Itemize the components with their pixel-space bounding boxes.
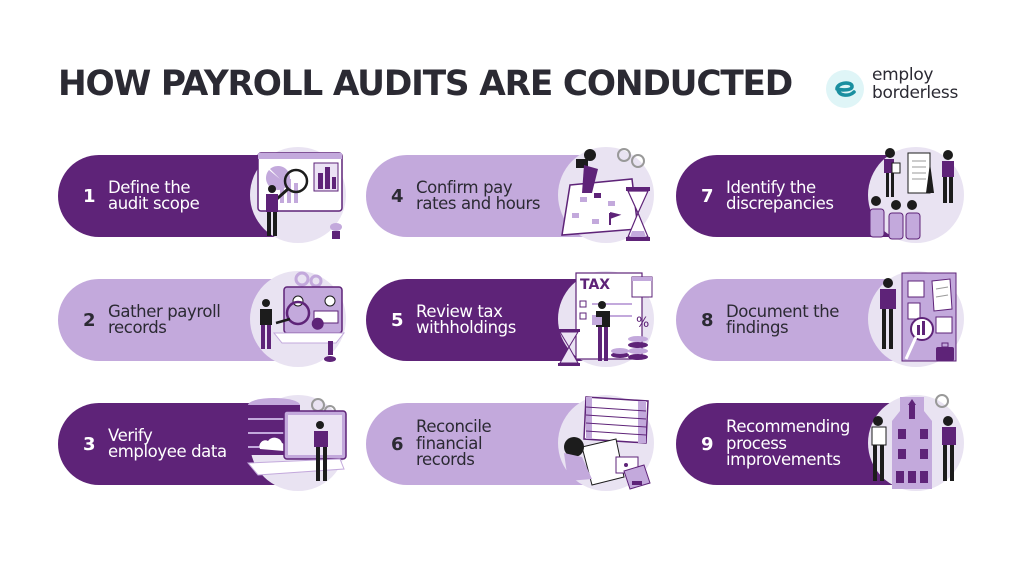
- tax-heading: TAX: [580, 277, 610, 293]
- step-label: Reconcile financial records: [416, 417, 492, 470]
- step-label: Recommending process improvements: [726, 417, 850, 470]
- presentation-board-icon: [862, 143, 968, 249]
- step-card-2: 2 Gather payroll records: [58, 270, 358, 370]
- laptop-magnifier-icon: [244, 267, 350, 373]
- logo-line-1: employ: [872, 65, 934, 85]
- step-number: 2: [83, 309, 96, 331]
- step-number: 1: [83, 185, 96, 207]
- step-card-9: 9 Recommending process improvements: [676, 394, 976, 494]
- e-logo-icon: [826, 70, 864, 108]
- employ-borderless-logo: employ borderless: [826, 66, 976, 110]
- tax-form-coins-icon: TAX %: [552, 267, 658, 373]
- step-pill: [58, 155, 273, 237]
- step-pill: [58, 403, 273, 485]
- step-number: 4: [391, 185, 404, 207]
- step-pill: [58, 279, 273, 361]
- step-label: Review tax withholdings: [416, 301, 516, 337]
- step-card-7: 7 Identify the discrepancies: [676, 146, 976, 246]
- step-number: 8: [701, 309, 714, 331]
- step-number: 7: [701, 185, 714, 207]
- database-laptop-icon: [244, 391, 350, 497]
- step-label: Confirm pay rates and hours: [416, 177, 541, 213]
- step-card-6: 6 Reconcile financial records: [366, 394, 666, 494]
- flowchart-icon: [862, 391, 968, 497]
- step-pill: [676, 403, 891, 485]
- step-pill: [366, 155, 581, 237]
- step-card-1: 1 Define the audit scope: [58, 146, 358, 246]
- step-card-8: 8 Document the findings: [676, 270, 976, 370]
- logo-line-2: borderless: [872, 83, 959, 103]
- step-number: 3: [83, 433, 96, 455]
- step-label: Gather payroll records: [108, 301, 221, 337]
- calendar-hourglass-icon: [552, 143, 658, 249]
- step-label: Define the audit scope: [108, 177, 200, 213]
- step-card-4: 4 Confirm pay rates and hours: [366, 146, 666, 246]
- step-number: 5: [391, 309, 404, 331]
- spreadsheet-calculator-icon: [552, 391, 658, 497]
- document-board-icon: [862, 267, 968, 373]
- step-number: 9: [701, 433, 714, 455]
- step-number: 6: [391, 433, 404, 455]
- step-pill: [676, 155, 891, 237]
- logo-wordmark: employ borderless: [872, 66, 958, 102]
- step-card-3: 3 Verify employee data: [58, 394, 358, 494]
- step-label: Verify employee data: [108, 425, 227, 461]
- percent-sign: %: [636, 315, 649, 331]
- step-pill: [366, 279, 581, 361]
- step-card-5: 5 Review tax withholdings TAX %: [366, 270, 666, 370]
- step-pill: [366, 403, 581, 485]
- magnifier-chart-icon: [244, 143, 350, 249]
- step-label: Identify the discrepancies: [726, 177, 834, 213]
- step-pill: [676, 279, 891, 361]
- page-title: HOW PAYROLL AUDITS ARE CONDUCTED: [58, 64, 793, 104]
- step-label: Document the findings: [726, 301, 840, 337]
